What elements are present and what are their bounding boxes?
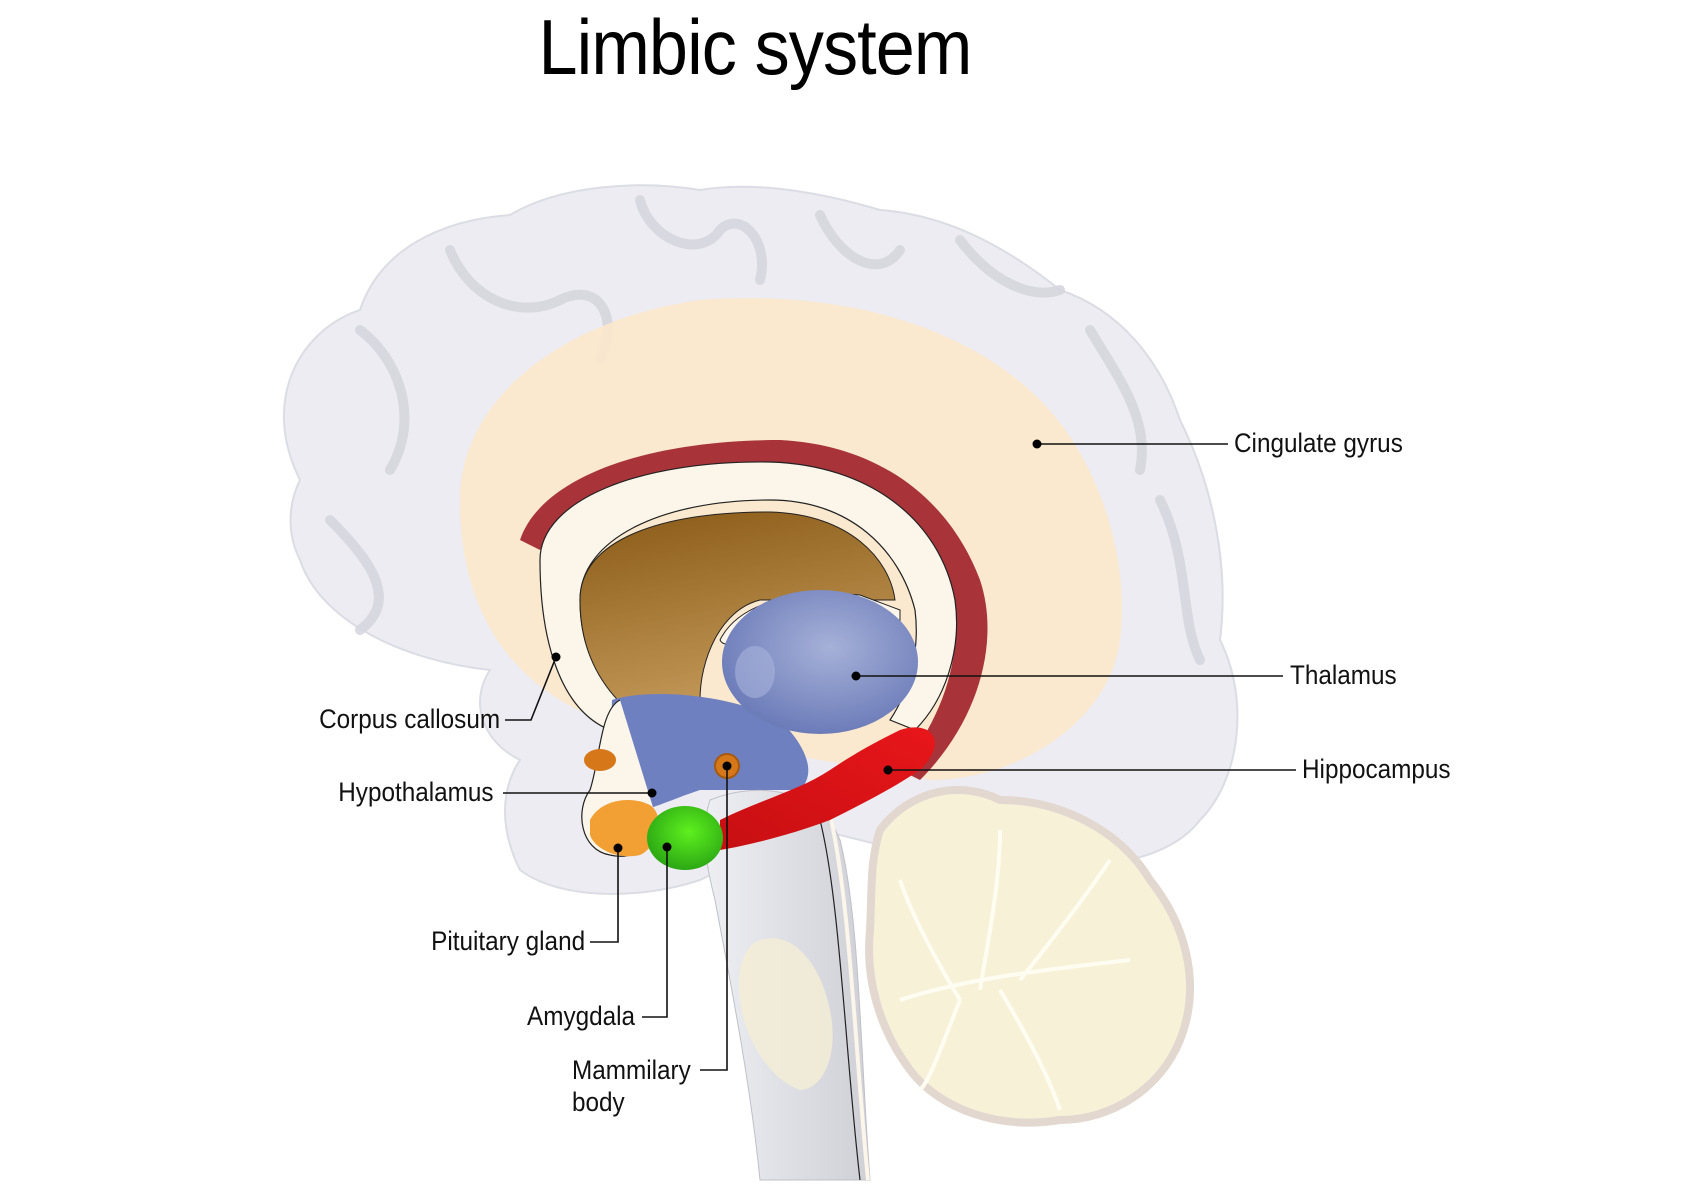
dot-cingulate-gyrus: [1032, 439, 1042, 449]
label-amygdala: Amygdala: [526, 1001, 635, 1031]
hypothalamus: [611, 694, 809, 810]
leader-lines: [503, 443, 1296, 1071]
leader-amygdala: [642, 847, 668, 1018]
label-mammilary-body-line2: body: [572, 1087, 625, 1117]
thalamus-highlight: [735, 646, 775, 698]
label-mammilary-body-line1: Mammilary: [572, 1055, 691, 1085]
dot-amygdala: [662, 842, 672, 852]
label-hippocampus: Hippocampus: [1302, 754, 1451, 784]
leader-corpus-callosum: [505, 656, 557, 721]
leader-pituitary-gland: [590, 848, 619, 943]
hippocampus: [720, 727, 935, 850]
dot-mammilary-body: [722, 761, 732, 771]
thalamus: [722, 590, 918, 734]
pons: [738, 938, 833, 1090]
mammillary-orange-small: [584, 749, 616, 771]
dot-pituitary-gland: [613, 843, 623, 853]
cortex-gyri: [325, 195, 1205, 665]
label-hypothalamus: Hypothalamus: [338, 777, 494, 807]
diagram-title: Limbic system: [538, 3, 973, 91]
leader-mammilary-body: [700, 766, 728, 1071]
label-corpus-callosum: Corpus callosum: [319, 704, 500, 734]
label-pituitary-gland: Pituitary gland: [431, 926, 585, 956]
lateral-ventricle: [579, 511, 896, 721]
dot-thalamus: [851, 671, 861, 681]
leader-dots: [551, 439, 1042, 853]
fornix-arc: [520, 440, 988, 780]
brainstem-edge-highlight: [828, 814, 870, 1181]
label-thalamus: Thalamus: [1290, 660, 1397, 690]
amygdala: [647, 806, 723, 870]
pituitary-gland: [590, 800, 659, 857]
cerebellum: [865, 786, 1194, 1127]
dot-hypothalamus: [647, 788, 657, 798]
dot-hippocampus: [883, 765, 893, 775]
brainstem-edge: [819, 819, 861, 1181]
label-cingulate-gyrus: Cingulate gyrus: [1234, 428, 1403, 458]
dot-corpus-callosum: [551, 652, 561, 662]
cerebellum-arbor-vitae: [898, 829, 1131, 1111]
